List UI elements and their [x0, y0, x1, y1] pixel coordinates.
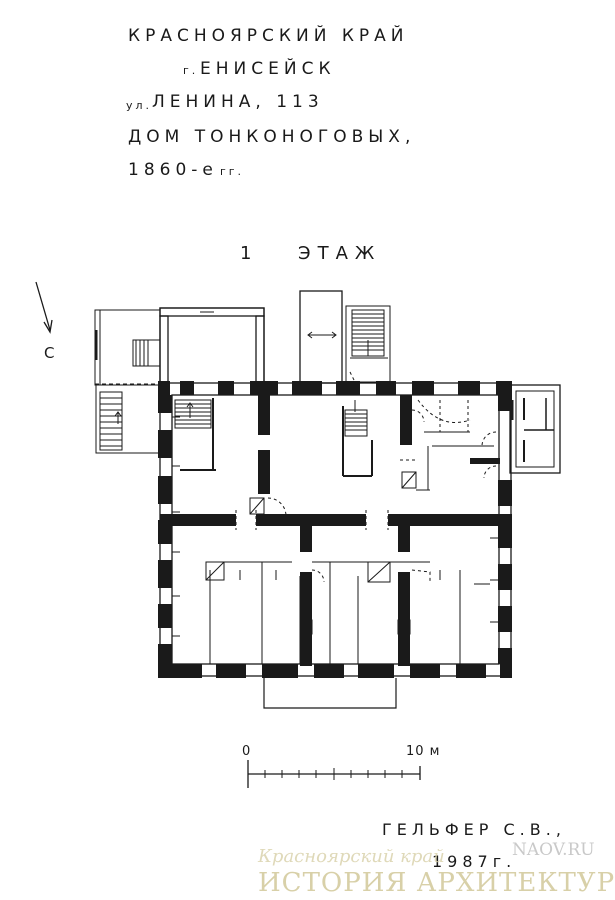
floor-number: 1: [240, 243, 257, 264]
street-prefix: ул.: [126, 99, 153, 112]
dashed-arcs: [235, 399, 497, 530]
floor-name: ЭТАЖ: [298, 243, 382, 264]
watermark-banner: ИСТОРИЯ АРХИТЕКТУРЫ: [258, 868, 615, 898]
watermark-site: NAOV.RU: [512, 840, 595, 860]
window-marks: [172, 416, 498, 637]
city-label: ЕНИСЕЙСК: [200, 59, 336, 79]
lower-partitions: [205, 561, 490, 664]
courtyard-shed: [159, 307, 265, 384]
scale-end-label: 10 м: [406, 744, 441, 759]
hatched-walls: [249, 471, 417, 635]
scale-bar: [247, 760, 421, 788]
interior-stair-left: [174, 399, 212, 429]
interior-stair-middle: [344, 400, 368, 437]
north-arrow-icon: [35, 281, 53, 334]
front-porch: [263, 678, 397, 709]
side-porch-left: [94, 309, 161, 454]
street-label: ЛЕНИНА, 113: [152, 92, 324, 112]
right-annex: [509, 384, 561, 474]
date-label: 1860-е: [128, 160, 218, 180]
scale-start-label: 0: [242, 744, 252, 759]
entrance-porch-top: [299, 290, 343, 384]
north-label: С: [44, 344, 60, 362]
author-year: 1987г.: [432, 852, 517, 871]
author-name: ГЕЛЬФЕР С.В.,: [382, 820, 566, 839]
date-suffix: гг.: [220, 165, 245, 178]
watermark-script: Красноярский край: [258, 846, 445, 867]
city-prefix: г.: [183, 64, 199, 77]
entrance-stair-top-right: [345, 305, 391, 385]
exterior-walls: [158, 381, 512, 678]
region-label: КРАСНОЯРСКИЙ КРАЙ: [128, 26, 409, 46]
building-label: ДОМ ТОНКОНОГОВЫХ,: [128, 127, 416, 147]
